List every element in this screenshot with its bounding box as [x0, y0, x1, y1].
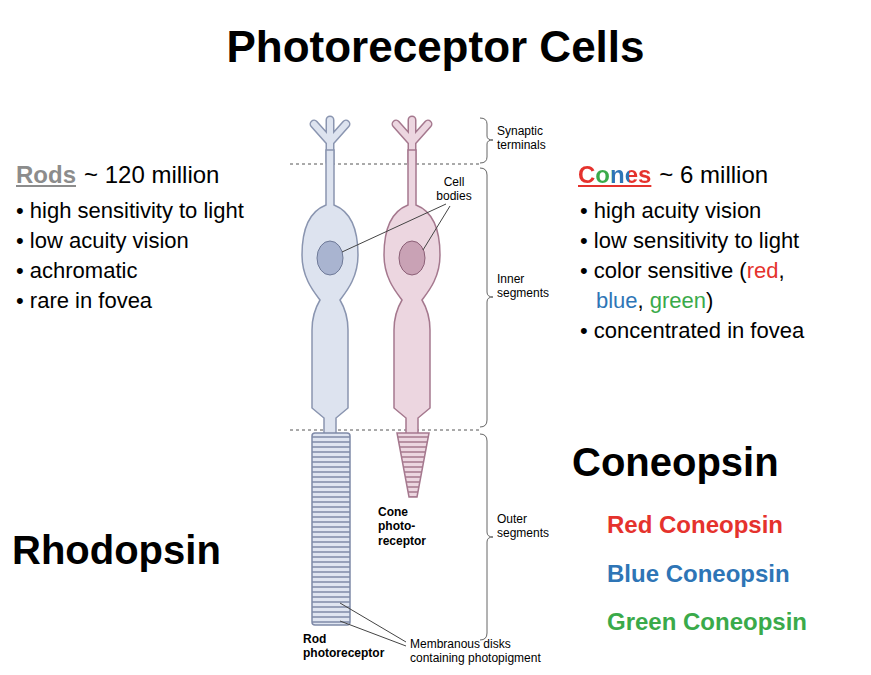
label-text: • low sensitivity to light [580, 228, 799, 253]
divider-line [290, 430, 482, 431]
leader-line [340, 603, 406, 642]
label-text: • achromatic [16, 258, 137, 283]
text-line: Coneopsin [572, 438, 779, 486]
part-label: Membranous disks containing photopigment [410, 637, 541, 665]
text-line: • high sensitivity to light [16, 198, 244, 224]
label-text: , [638, 288, 644, 313]
label-text: , [778, 258, 784, 283]
cone-nucleus [399, 241, 425, 275]
text-line: Red Coneopsin [607, 511, 783, 540]
heading: Rods [16, 161, 76, 188]
cone-cell-body [384, 150, 440, 434]
text-line: Membranous disks containing photopigment [410, 637, 560, 666]
text-line: Inner segments [497, 272, 557, 301]
label-text: • high acuity vision [580, 198, 761, 223]
label-text: ~ 6 million [659, 161, 768, 188]
text-line: Green Coneopsin [607, 608, 807, 637]
part-label: Rod photoreceptor [303, 632, 384, 660]
leader-line [340, 621, 406, 646]
pigment-name: Blue Coneopsin [607, 560, 790, 587]
brace [480, 118, 493, 640]
text-line: • high acuity vision [580, 198, 761, 224]
text-line: • achromatic [16, 258, 137, 284]
text-line: Outer segments [497, 512, 557, 541]
heading: Cones [578, 161, 651, 188]
divider-line [290, 164, 482, 165]
cone-outer-segment [397, 433, 429, 497]
part-label: Inner segments [497, 272, 549, 300]
part-label: Synaptic terminals [497, 124, 546, 152]
text-line: • color sensitive (red, [580, 258, 791, 284]
pigment-name: Green Coneopsin [607, 608, 807, 635]
text-line: • concentrated in fovea [580, 318, 804, 344]
part-label: Outer segments [497, 512, 549, 540]
label-text: • rare in fovea [16, 288, 152, 313]
text-line: Synaptic terminals [497, 124, 567, 153]
title: Photoreceptor Cells [0, 22, 871, 72]
part-label: Cell bodies [436, 175, 471, 203]
text-line: Cones ~ 6 million [578, 161, 768, 190]
rod-outer-segment [312, 433, 350, 625]
text-line: Cell bodies [430, 175, 478, 204]
text-line: Rod photoreceptor [303, 632, 395, 661]
label-text: ~ 120 million [84, 161, 219, 188]
label-text: • concentrated in fovea [580, 318, 804, 343]
label-text: red [747, 258, 779, 283]
pigment-name: Rhodopsin [12, 528, 221, 572]
rod-nucleus [317, 241, 343, 275]
label-text: • color sensitive ( [580, 258, 747, 283]
text-line: Rods ~ 120 million [16, 161, 219, 190]
text-line: • low sensitivity to light [580, 228, 799, 254]
label-text: • high sensitivity to light [16, 198, 244, 223]
rod-cell-body [302, 150, 358, 434]
label-text: blue [596, 288, 638, 313]
text-line: Rhodopsin [12, 526, 221, 574]
part-label: Cone photo- receptor [378, 505, 426, 548]
text-line: blue,green) [596, 288, 713, 314]
text-line: Cone photo- receptor [378, 505, 436, 548]
text-line: • rare in fovea [16, 288, 152, 314]
pigment-name: Coneopsin [572, 440, 779, 484]
text-line: • low acuity vision [16, 228, 189, 254]
pigment-name: Red Coneopsin [607, 511, 783, 538]
label-text: green [650, 288, 706, 313]
label-text: ) [706, 288, 713, 313]
text-line: Blue Coneopsin [607, 560, 790, 589]
label-text: • low acuity vision [16, 228, 189, 253]
leader-line [342, 204, 446, 252]
